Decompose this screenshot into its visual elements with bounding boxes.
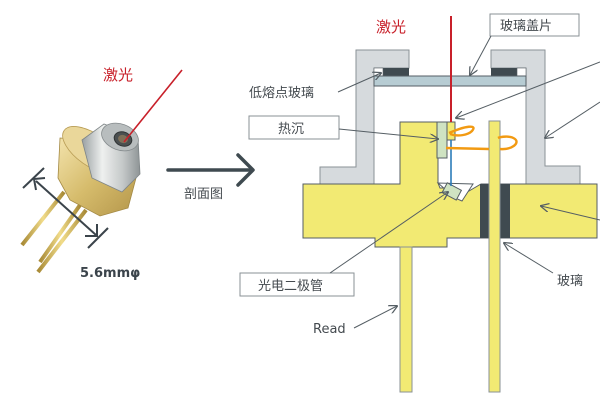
glass-cover-label: 玻璃盖片: [500, 19, 552, 34]
lead-label: Read: [313, 322, 346, 337]
photo-laser-label: 激光: [103, 66, 133, 84]
photodiode-label-box: [239, 272, 355, 297]
section-arrow: [166, 153, 255, 187]
lead-leader: [353, 306, 397, 329]
section-label: 剖面图: [184, 187, 223, 202]
seal-left-gap: [373, 67, 384, 77]
seal-right-gap: [516, 67, 527, 77]
laser-diode-photo: 激光 5.6mmφ: [20, 66, 183, 281]
pin-glass-seal-right: [500, 184, 510, 238]
dimension-arrow: [22, 167, 109, 249]
low-melt-glass-label: 低熔点玻璃: [249, 86, 314, 101]
bond-wire-lower: [445, 135, 518, 151]
heat-sink: [436, 121, 448, 159]
chip-leader: [456, 61, 600, 118]
glass-label: 玻璃: [557, 274, 583, 289]
bond-wire-upper: [448, 125, 475, 137]
photodiode-label: 光电二极管: [258, 279, 323, 294]
glass-cover-label-box: [489, 13, 580, 37]
heat-sink-label-box: [248, 115, 340, 140]
glass-leader: [504, 243, 554, 274]
stem-leader: [541, 206, 600, 221]
pin-glass-seal-left: [480, 184, 490, 238]
glass-cover-leader: [470, 35, 492, 75]
dimension-label: 5.6mmφ: [80, 266, 140, 281]
section-laser-label: 激光: [376, 18, 406, 36]
heat-sink-label: 热沉: [278, 122, 304, 137]
photo-laser-beam: [123, 69, 183, 143]
heat-sink-leader: [338, 128, 438, 139]
photo-pins: [20, 190, 88, 274]
photodiode-leader: [329, 192, 448, 274]
lead-right: [488, 120, 501, 393]
cap-leader: [545, 101, 600, 138]
cross-section: [302, 16, 598, 393]
lead-left: [399, 246, 413, 393]
low-melt-glass-leader: [337, 73, 381, 93]
seal-right: [491, 68, 517, 76]
seal-left: [383, 68, 409, 76]
